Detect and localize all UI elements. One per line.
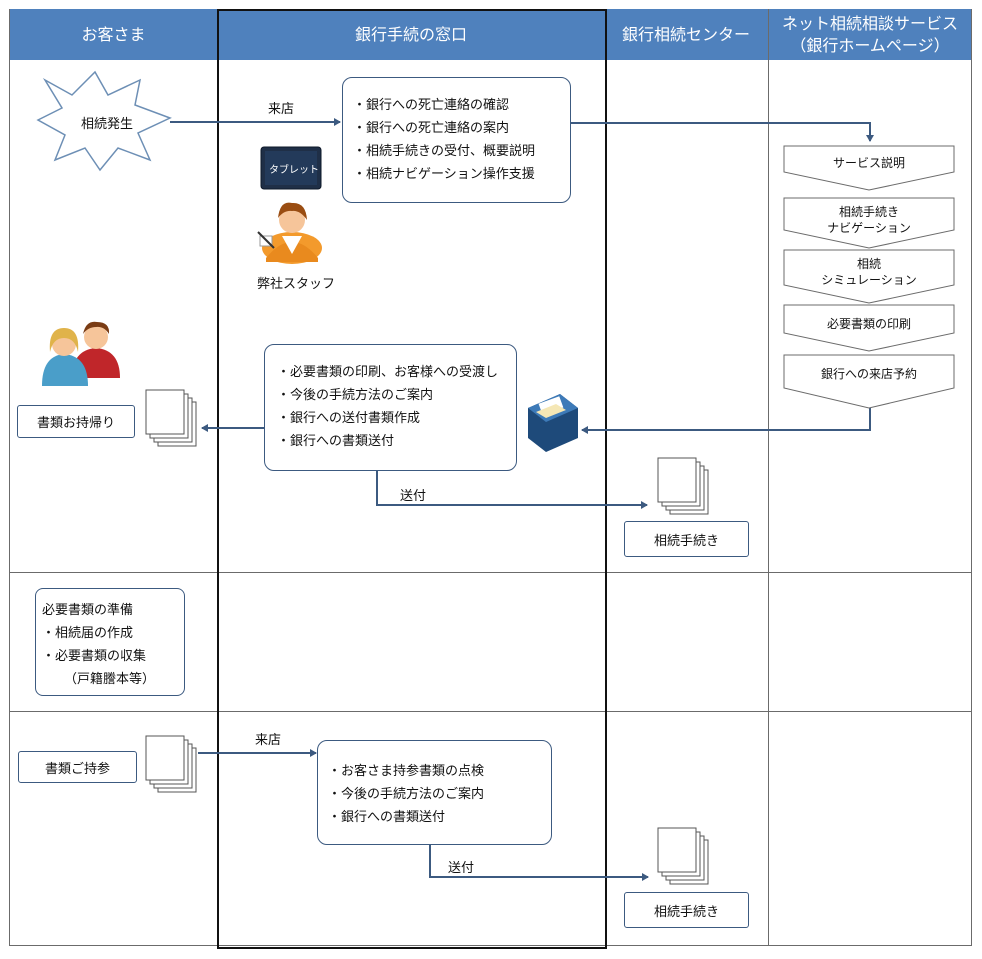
center-procedure-box-2: 相続手続き — [624, 892, 749, 928]
header-center: 銀行相続センター — [604, 9, 768, 60]
tablet-label: タブレット — [269, 165, 319, 176]
return-item: ・銀行への送付書類作成 — [277, 411, 421, 426]
preparation-box: 必要書類の準備 ・相続届の作成 ・必要書類の収集 （戸籍謄本等） — [35, 588, 185, 696]
send-label-1: 送付 — [400, 489, 427, 504]
inheritance-burst-label: 相続発生 — [81, 117, 134, 132]
prep-item: ・必要書類の収集 — [42, 649, 147, 664]
visit-label: 来店 — [268, 102, 295, 117]
document-return-box: ・必要書類の印刷、お客様への受渡し ・今後の手続方法のご案内 ・銀行への送付書類… — [264, 344, 517, 471]
grid-divider-center — [768, 9, 769, 946]
visit-label-2: 来店 — [255, 733, 282, 748]
grid-bottom-border — [9, 945, 972, 946]
document-stack-3 — [145, 735, 197, 793]
grid-left-border — [9, 9, 10, 946]
document-stack-4 — [657, 827, 709, 885]
customers-icon — [42, 321, 120, 386]
net-step-print: 必要書類の印刷 — [826, 317, 911, 331]
header-customer: お客さま — [9, 9, 218, 60]
counter-item: ・相続ナビゲーション操作支援 — [353, 167, 535, 182]
net-step-simulation: 相続 シミュレーション — [821, 257, 917, 287]
net-step-service: サービス説明 — [832, 156, 905, 170]
header-counter: 銀行手続の窓口 — [218, 9, 604, 60]
return-item: ・銀行への書類送付 — [277, 434, 395, 449]
counter-item: ・銀行への死亡連絡の案内 — [353, 121, 510, 136]
send-label-2: 送付 — [448, 861, 475, 876]
counter-reception-box: ・銀行への死亡連絡の確認 ・銀行への死亡連絡の案内 ・相続手続きの受付、概要説明… — [342, 77, 571, 203]
center-procedure-box-1: 相続手続き — [624, 521, 749, 557]
document-check-box: ・お客さま持参書類の点検 ・今後の手続方法のご案内 ・銀行への書類送付 — [317, 740, 552, 845]
header-net: ネット相続相談サービス（銀行ホームページ） — [768, 9, 972, 60]
inheritance-burst-shape — [36, 70, 172, 172]
document-stack-1 — [145, 389, 197, 447]
grid-row-divider-1 — [9, 572, 972, 573]
printer-icon — [528, 394, 578, 452]
counter-item: ・相続手続きの受付、概要説明 — [353, 144, 536, 159]
grid-row-divider-2 — [9, 711, 972, 712]
takeaway-box: 書類お持帰り — [17, 405, 135, 438]
counter-column-frame — [217, 9, 607, 949]
return-item: ・今後の手続方法のご案内 — [277, 388, 434, 403]
arrow-send-2 — [429, 845, 649, 881]
prep-note: （戸籍謄本等） — [64, 672, 156, 687]
check-item: ・銀行への書類送付 — [328, 810, 446, 825]
tablet-icon — [260, 146, 322, 190]
return-item: ・必要書類の印刷、お客様への受渡し — [277, 365, 499, 380]
arrow-send-1 — [376, 471, 648, 509]
staff-label: 弊社スタッフ — [257, 277, 336, 292]
prep-item: ・相続届の作成 — [42, 626, 134, 641]
arrow-net-return — [581, 408, 871, 434]
staff-icon — [257, 202, 322, 264]
counter-item: ・銀行への死亡連絡の確認 — [353, 98, 510, 113]
net-step-chevrons — [783, 145, 955, 409]
check-item: ・お客さま持参書類の点検 — [328, 764, 485, 779]
net-step-reservation: 銀行への来店予約 — [820, 367, 917, 381]
bring-documents-box: 書類ご持参 — [18, 751, 137, 783]
arrow-to-net — [570, 122, 874, 142]
prep-title: 必要書類の準備 — [42, 603, 134, 618]
check-item: ・今後の手続方法のご案内 — [328, 787, 485, 802]
grid-right-border — [971, 9, 972, 946]
document-stack-2 — [657, 457, 709, 515]
net-step-navigation: 相続手続き ナビゲーション — [827, 205, 911, 235]
